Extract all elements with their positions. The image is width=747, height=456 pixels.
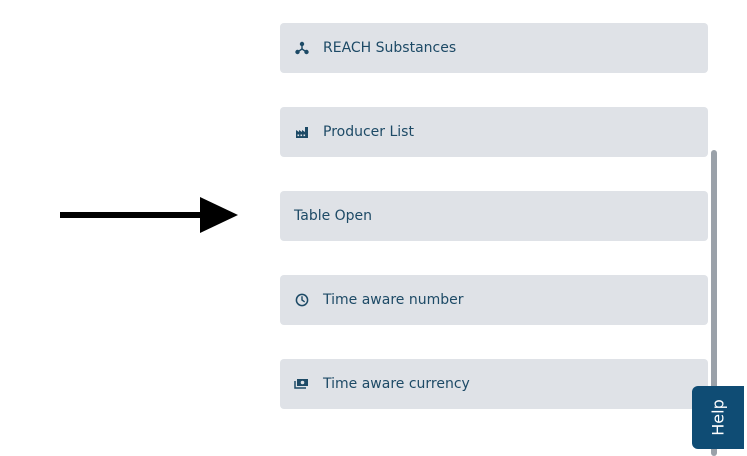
- menu-item-table-open[interactable]: Table Open: [280, 191, 708, 241]
- menu-item-label: Producer List: [323, 124, 414, 140]
- clock-icon: [294, 293, 309, 308]
- menu-item-label: REACH Substances: [323, 40, 457, 56]
- menu-item-time-aware-currency[interactable]: Time aware currency: [280, 359, 708, 409]
- pointer-arrow-icon: [60, 197, 238, 233]
- banknote-icon: [294, 377, 309, 392]
- help-button[interactable]: Help: [692, 386, 744, 449]
- help-label: Help: [708, 399, 728, 436]
- menu-item-label: Table Open: [294, 208, 373, 224]
- menu-item-producer-list[interactable]: Producer List: [280, 107, 708, 157]
- menu-item-label: Time aware currency: [323, 376, 470, 392]
- menu-item-label: Time aware number: [323, 292, 464, 308]
- scrollbar-thumb[interactable]: [711, 150, 717, 456]
- molecule-icon: [294, 41, 309, 56]
- menu-item-reach-substances[interactable]: REACH Substances: [280, 23, 708, 73]
- factory-icon: [294, 125, 309, 140]
- menu-item-time-aware-number[interactable]: Time aware number: [280, 275, 708, 325]
